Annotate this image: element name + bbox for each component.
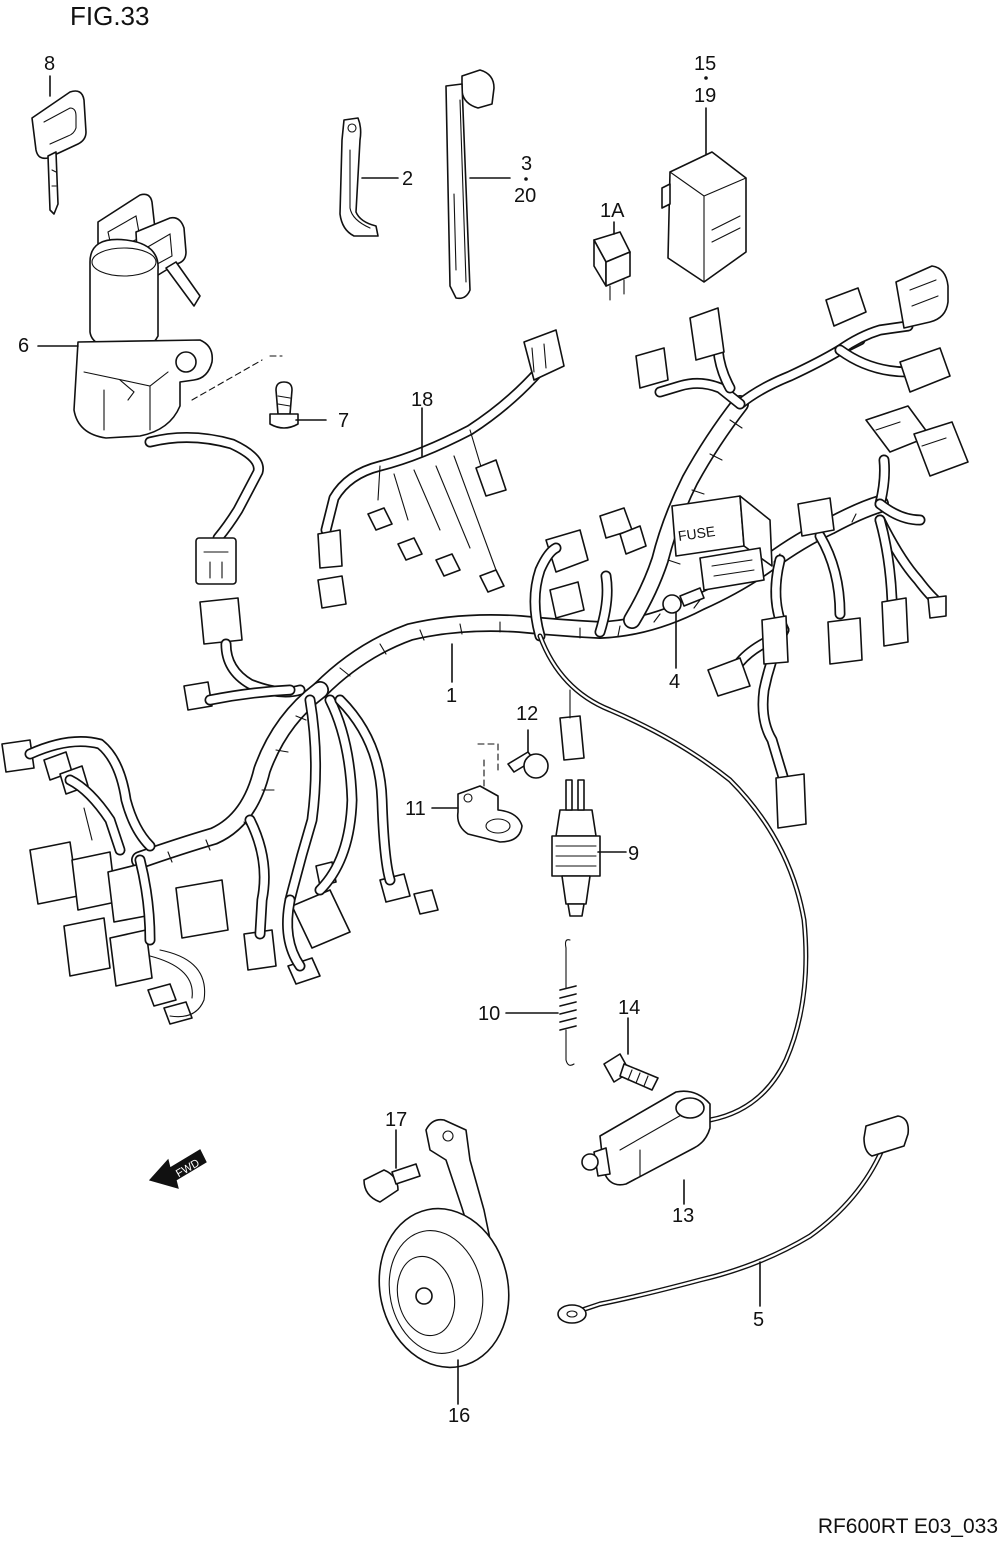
label-7: 7 bbox=[338, 410, 349, 432]
label-18: 18 bbox=[411, 389, 433, 411]
connector-18a bbox=[523, 329, 565, 381]
bracket-part-11 bbox=[456, 785, 523, 843]
label-17: 17 bbox=[385, 1109, 407, 1131]
cable-part-5 bbox=[557, 1115, 910, 1324]
screw-part-12 bbox=[507, 751, 549, 779]
label-12: 12 bbox=[516, 703, 538, 725]
bracket-part-2 bbox=[339, 117, 379, 237]
connectors-middle bbox=[545, 507, 647, 761]
label-13: 13 bbox=[672, 1205, 694, 1227]
label-1a: 1A bbox=[600, 200, 625, 222]
label-5: 5 bbox=[753, 1309, 764, 1331]
label-2: 2 bbox=[402, 168, 413, 190]
figure-code: RF600RT E03_033 bbox=[818, 1515, 998, 1538]
figure-title: FIG.33 bbox=[70, 1, 149, 31]
label-8: 8 bbox=[44, 53, 55, 75]
label-14: 14 bbox=[618, 997, 640, 1019]
bolt-part-17 bbox=[363, 1163, 421, 1203]
connectors-left bbox=[1, 597, 439, 1025]
relay-part-15 bbox=[661, 151, 747, 283]
horn-part-16 bbox=[378, 1118, 510, 1369]
ignition-switch-part-6 bbox=[73, 193, 214, 439]
screw-part-14 bbox=[603, 1053, 659, 1091]
ignition-connector bbox=[195, 537, 237, 585]
switch-part-9 bbox=[551, 779, 601, 917]
label-15: 15 bbox=[694, 53, 716, 75]
label-20: 20 bbox=[514, 185, 536, 207]
fuse-box: FUSE bbox=[671, 495, 773, 591]
connectors-right bbox=[635, 265, 969, 829]
label-1: 1 bbox=[446, 685, 457, 707]
label-4: 4 bbox=[669, 671, 680, 693]
label-11: 11 bbox=[405, 798, 426, 820]
forward-arrow-icon: FWD bbox=[148, 1149, 207, 1189]
switch-part-13 bbox=[581, 1090, 711, 1186]
clamp-part-3 bbox=[445, 69, 495, 300]
label-19: 19 bbox=[694, 85, 716, 107]
label-9: 9 bbox=[628, 843, 639, 865]
terminals-18 bbox=[317, 507, 505, 609]
fuse-part-1a bbox=[593, 231, 631, 301]
fuse-box-label: FUSE bbox=[677, 523, 716, 544]
forward-arrow-label: FWD bbox=[174, 1157, 202, 1180]
spring-part-10 bbox=[559, 939, 577, 1066]
label-16: 16 bbox=[448, 1405, 470, 1427]
screw-part-7 bbox=[269, 381, 299, 429]
key-part-8 bbox=[31, 90, 87, 215]
connector-18b bbox=[475, 459, 507, 497]
screw-part-4 bbox=[662, 587, 705, 614]
label-10: 10 bbox=[478, 1003, 500, 1025]
label-6: 6 bbox=[18, 335, 29, 357]
label-3: 3 bbox=[521, 153, 532, 175]
